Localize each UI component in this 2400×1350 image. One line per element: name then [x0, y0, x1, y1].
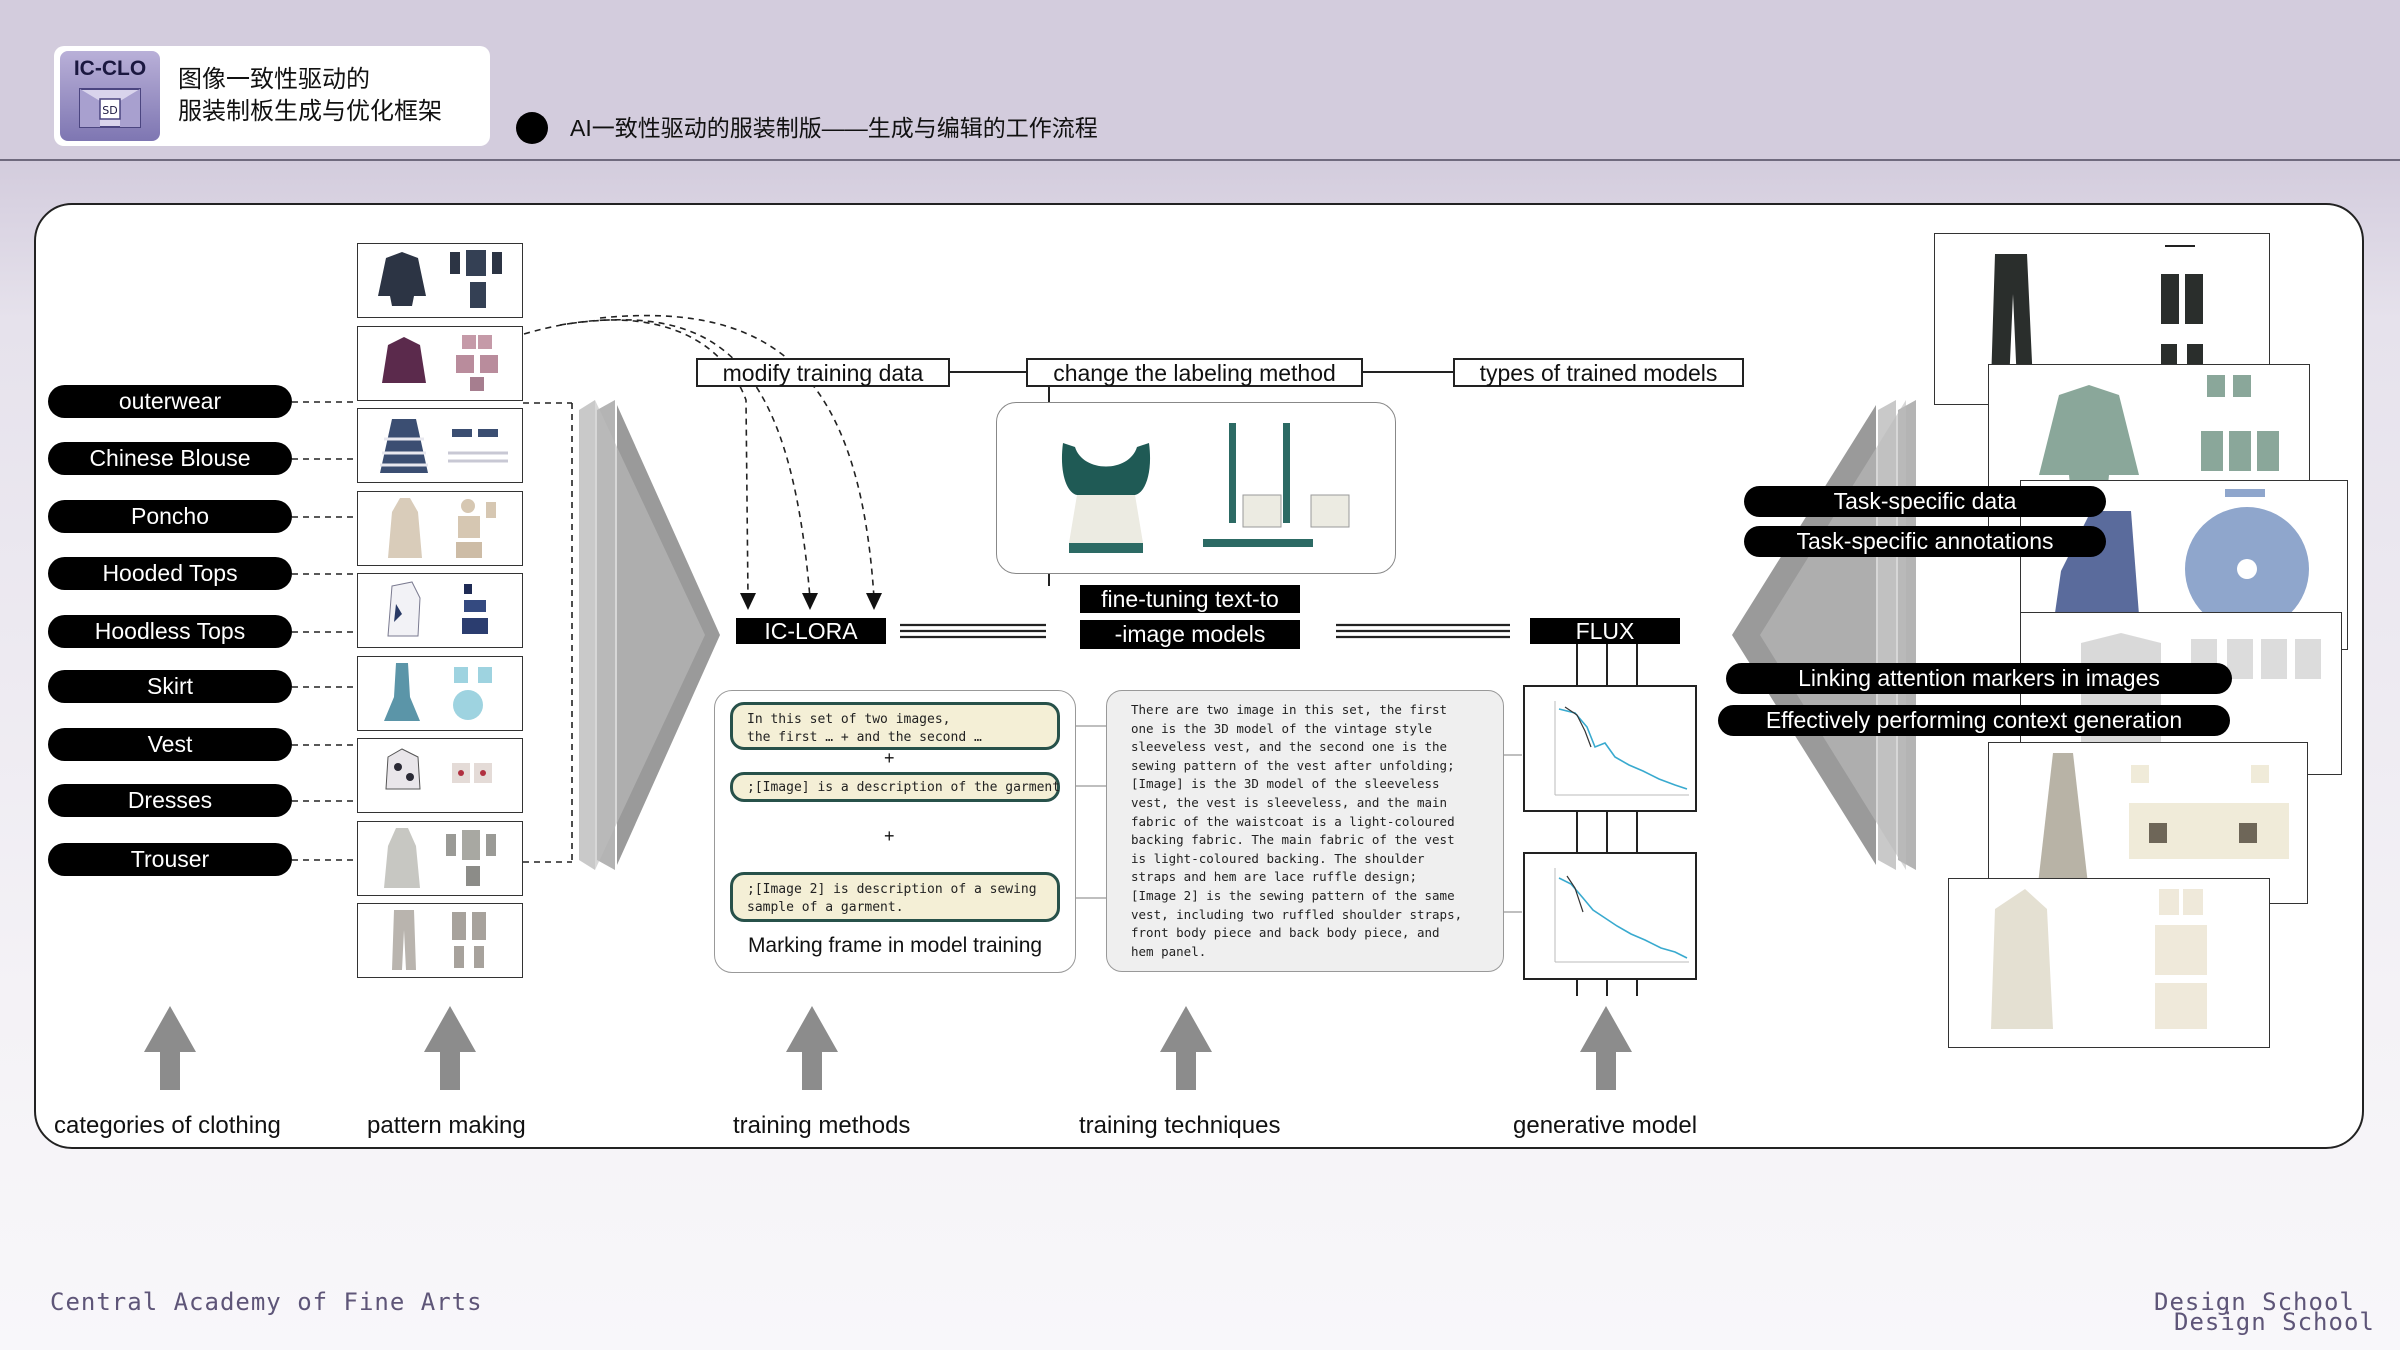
loss-curve-icon	[1554, 868, 1689, 963]
up-arrow-icon	[786, 1006, 838, 1090]
logo: IC-CLO SD	[60, 51, 160, 141]
label-task-specific-data: Task-specific data	[1744, 486, 2106, 517]
title-line-2: 服装制板生成与优化框架	[178, 98, 442, 125]
label-types-trained-models: types of trained models	[1453, 358, 1744, 387]
jacket-icon	[378, 250, 502, 308]
pattern-thumbnail	[357, 243, 523, 318]
stage-label-pattern-making: pattern making	[367, 1112, 526, 1139]
long-coat-result-icon	[2037, 753, 2289, 893]
trouser-icon	[392, 910, 486, 970]
category-dresses: Dresses	[48, 784, 292, 817]
trouser-result-icon	[1991, 245, 2203, 384]
up-arrow-icon	[424, 1006, 476, 1090]
poncho-icon	[380, 419, 508, 473]
stage-label-generative-model: generative model	[1513, 1112, 1698, 1139]
model-finetune-line-2: -image models	[1080, 620, 1300, 649]
garment-preview	[996, 402, 1396, 574]
dress-icon	[384, 828, 496, 888]
category-skirt: Skirt	[48, 670, 292, 703]
training-description: There are two image in this set, the fir…	[1106, 690, 1504, 972]
bullet-dot	[516, 112, 548, 144]
category-vest: Vest	[48, 728, 292, 761]
pattern-thumbnail	[357, 738, 523, 813]
marking-box-intro: In this set of two images, the first … +…	[730, 702, 1060, 750]
loss-curve-icon	[1554, 701, 1689, 796]
label-modify-training-data: modify training data	[696, 358, 950, 387]
category-trouser: Trouser	[48, 843, 292, 876]
stage-label-training-methods: training methods	[733, 1112, 911, 1139]
skirt-icon	[384, 663, 492, 721]
pattern-thumbnail	[357, 821, 523, 896]
logo-emblem-icon: SD	[79, 88, 141, 128]
logo-badge: SD	[102, 104, 117, 117]
label-task-specific-annotations: Task-specific annotations	[1744, 526, 2106, 557]
model-finetune-line-1: fine-tuning text-to	[1080, 585, 1300, 613]
training-loss-chart	[1523, 685, 1697, 812]
blouse-icon	[382, 335, 498, 391]
logo-text: IC-CLO	[73, 57, 147, 80]
header-divider	[0, 159, 2400, 161]
model-ic-lora: IC-LORA	[736, 618, 886, 644]
result-panel	[1988, 742, 2308, 904]
category-chinese-blouse: Chinese Blouse	[48, 442, 292, 475]
model-flux: FLUX	[1530, 618, 1680, 644]
marking-frame-caption: Marking frame in model training	[747, 934, 1043, 957]
vest-icon	[385, 748, 492, 790]
up-arrow-icon	[1160, 1006, 1212, 1090]
category-hoodless-tops: Hoodless Tops	[48, 615, 292, 648]
label-linking-attention-markers: Linking attention markers in images	[1726, 663, 2232, 694]
pattern-thumbnail	[357, 408, 523, 483]
category-hooded-tops: Hooded Tops	[48, 557, 292, 590]
funnel-arrow-left	[579, 400, 720, 870]
page-title: 图像一致性驱动的 服装制板生成与优化框架	[178, 64, 442, 128]
category-poncho: Poncho	[48, 500, 292, 533]
pattern-thumbnail	[357, 326, 523, 401]
pattern-thumbnail	[357, 573, 523, 648]
label-change-labeling-method: change the labeling method	[1026, 358, 1363, 387]
pattern-thumbnail	[357, 491, 523, 566]
hooded-top-icon	[387, 581, 488, 637]
up-arrow-icon	[1580, 1006, 1632, 1090]
marking-box-image: ;[Image] is a description of the garment	[730, 772, 1060, 802]
category-outerwear: outerwear	[48, 385, 292, 418]
result-panel	[1948, 878, 2270, 1048]
funnel-arrow-right	[1732, 400, 1916, 870]
marking-box-image2: ;[Image 2] is description of a sewing sa…	[730, 872, 1060, 922]
vest-pattern-preview-icon	[1061, 423, 1350, 553]
plaid-jacket-result-icon	[2039, 375, 2279, 515]
title-line-1: 图像一致性驱动的	[178, 66, 370, 93]
up-arrow-icon	[144, 1006, 196, 1090]
plus-sign: +	[884, 826, 895, 846]
footer-institution: Central Academy of Fine Arts	[50, 1288, 483, 1316]
plus-sign: +	[884, 748, 895, 768]
footer-school: Design School	[2154, 1288, 2355, 1316]
page-subtitle: AI一致性驱动的服装制版——生成与编辑的工作流程	[570, 115, 1098, 141]
pattern-thumbnail	[357, 656, 523, 731]
stage-label-categories: categories of clothing	[54, 1112, 281, 1139]
stage-label-training-techniques: training techniques	[1079, 1112, 1281, 1139]
coat-icon	[388, 498, 496, 558]
training-loss-chart	[1523, 852, 1697, 980]
footer-school-shadow: Design School	[2174, 1308, 2375, 1336]
pattern-thumbnail	[357, 903, 523, 978]
poncho-result-icon	[2051, 489, 2309, 641]
hoodie-vest-result-icon	[1991, 889, 2207, 1029]
label-context-generation: Effectively performing context generatio…	[1718, 705, 2230, 736]
